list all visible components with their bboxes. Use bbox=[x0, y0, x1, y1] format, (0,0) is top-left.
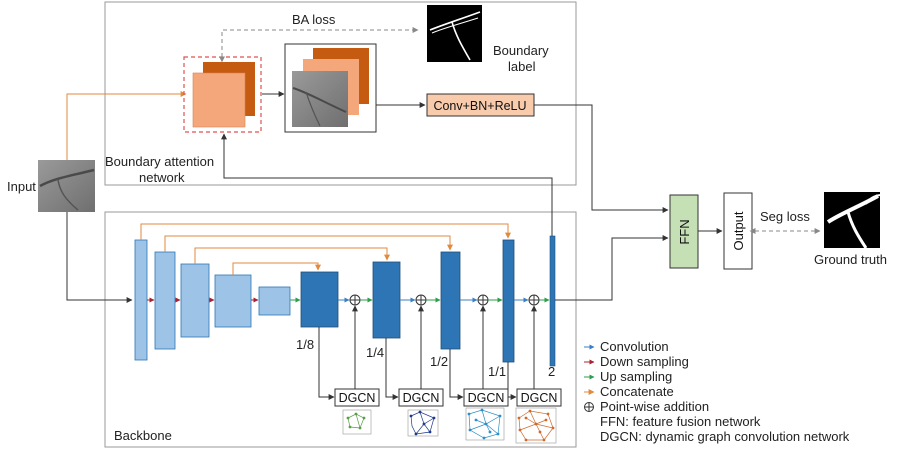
boundary-label-text-2: label bbox=[508, 59, 536, 74]
boundary-label-image bbox=[427, 5, 482, 62]
decoder-block-1-8 bbox=[300, 271, 339, 328]
skip-connection-3 bbox=[194, 247, 390, 264]
add-node-1 bbox=[349, 294, 361, 306]
legend-text-addition: Point-wise addition bbox=[600, 399, 709, 414]
legend-text-convolution: Convolution bbox=[600, 339, 669, 354]
scale-label-2: 2 bbox=[548, 364, 555, 379]
add-node-3 bbox=[477, 294, 489, 306]
input-to-backbone-arrow bbox=[66, 212, 133, 303]
encoder-block-5 bbox=[258, 286, 291, 316]
ground-truth-image bbox=[824, 192, 881, 249]
legend-item-convolution: Convolution bbox=[584, 339, 669, 354]
encoder-block-4 bbox=[214, 274, 252, 328]
decoder-block-1-2 bbox=[440, 251, 461, 350]
skip-connection-4 bbox=[232, 262, 321, 275]
backbone-label: Backbone bbox=[114, 428, 172, 443]
dgcn-box-1: DGCN bbox=[334, 388, 380, 407]
dgcn-route-2 bbox=[385, 338, 399, 400]
decoder-block-2 bbox=[549, 235, 556, 367]
graph-thumbnail-2 bbox=[407, 409, 439, 437]
backbone-frame bbox=[104, 211, 577, 448]
output-label: Output bbox=[731, 211, 746, 250]
dgcn-box-2: DGCN bbox=[398, 388, 444, 407]
network-label-2: network bbox=[139, 170, 185, 185]
boundary-label-text-1: Boundary bbox=[493, 43, 549, 58]
input-to-attention-arrow bbox=[66, 91, 187, 160]
encoder-block-3 bbox=[180, 263, 210, 338]
graph-thumbnail-1 bbox=[342, 409, 372, 435]
scale-label-1-1: 1/1 bbox=[488, 364, 506, 379]
oplus-icon bbox=[584, 402, 594, 412]
input-image bbox=[38, 160, 95, 212]
ffn-label: FFN bbox=[677, 219, 692, 244]
ffn-block bbox=[669, 194, 699, 269]
dgcn-label-4: DGCN bbox=[521, 391, 558, 405]
skip-connection-1 bbox=[140, 223, 511, 240]
add-node-4 bbox=[528, 294, 540, 306]
legend-item-down-sampling: Down sampling bbox=[584, 354, 689, 369]
decoder-block-1-4 bbox=[372, 261, 401, 339]
scale-label-1-2: 1/2 bbox=[430, 354, 448, 369]
add-node-2 bbox=[415, 294, 427, 306]
ba-loss-arrow bbox=[219, 27, 419, 63]
input-label: Input bbox=[7, 179, 36, 194]
dgcn-route-3 bbox=[449, 349, 464, 400]
legend-text-ffn: FFN: feature fusion network bbox=[600, 414, 761, 429]
decoder-block-1-1 bbox=[502, 239, 515, 363]
legend-text-concatenate: Concatenate bbox=[600, 384, 674, 399]
legend-text-down-sampling: Down sampling bbox=[600, 354, 689, 369]
attention-map-front bbox=[192, 72, 246, 128]
dgcn-route-4 bbox=[507, 362, 517, 400]
legend-item-concatenate: Concatenate bbox=[584, 384, 674, 399]
scale-label-1-8: 1/8 bbox=[296, 337, 314, 352]
legend-item-addition: Point-wise addition bbox=[584, 399, 709, 414]
legend: Convolution Down sampling Up sampling Co… bbox=[584, 339, 850, 444]
network-label-1: Boundary attention bbox=[105, 154, 214, 169]
dgcn-label-1: DGCN bbox=[339, 391, 376, 405]
graph-thumbnail-3 bbox=[465, 407, 505, 441]
legend-text-dgcn: DGCN: dynamic graph convolution network bbox=[600, 429, 850, 444]
ba-loss-label: BA loss bbox=[292, 12, 336, 27]
legend-text-up-sampling: Up sampling bbox=[600, 369, 672, 384]
scale-label-1-4: 1/4 bbox=[366, 345, 384, 360]
graph-thumbnail-4 bbox=[515, 407, 557, 444]
backbone-to-attention-arrow bbox=[221, 133, 553, 236]
legend-item-up-sampling: Up sampling bbox=[584, 369, 672, 384]
dgcn-box-3: DGCN bbox=[463, 388, 509, 407]
output-block bbox=[723, 192, 753, 270]
dgcn-box-4: DGCN bbox=[516, 388, 562, 407]
skip-connection-2 bbox=[164, 235, 453, 252]
encoder-block-1 bbox=[134, 239, 148, 361]
conv-bn-relu-label: Conv+BN+ReLU bbox=[433, 99, 526, 113]
dgcn-route-1 bbox=[318, 327, 335, 400]
dgcn-label-3: DGCN bbox=[468, 391, 505, 405]
ground-truth-label: Ground truth bbox=[814, 252, 887, 267]
dgcn-label-2: DGCN bbox=[403, 391, 440, 405]
conv-to-ffn-arrow bbox=[534, 104, 669, 213]
backbone-to-ffn-arrow bbox=[555, 235, 669, 301]
feature-map-image bbox=[292, 71, 348, 127]
seg-loss-label: Seg loss bbox=[760, 209, 810, 224]
encoder-block-2 bbox=[154, 251, 176, 350]
